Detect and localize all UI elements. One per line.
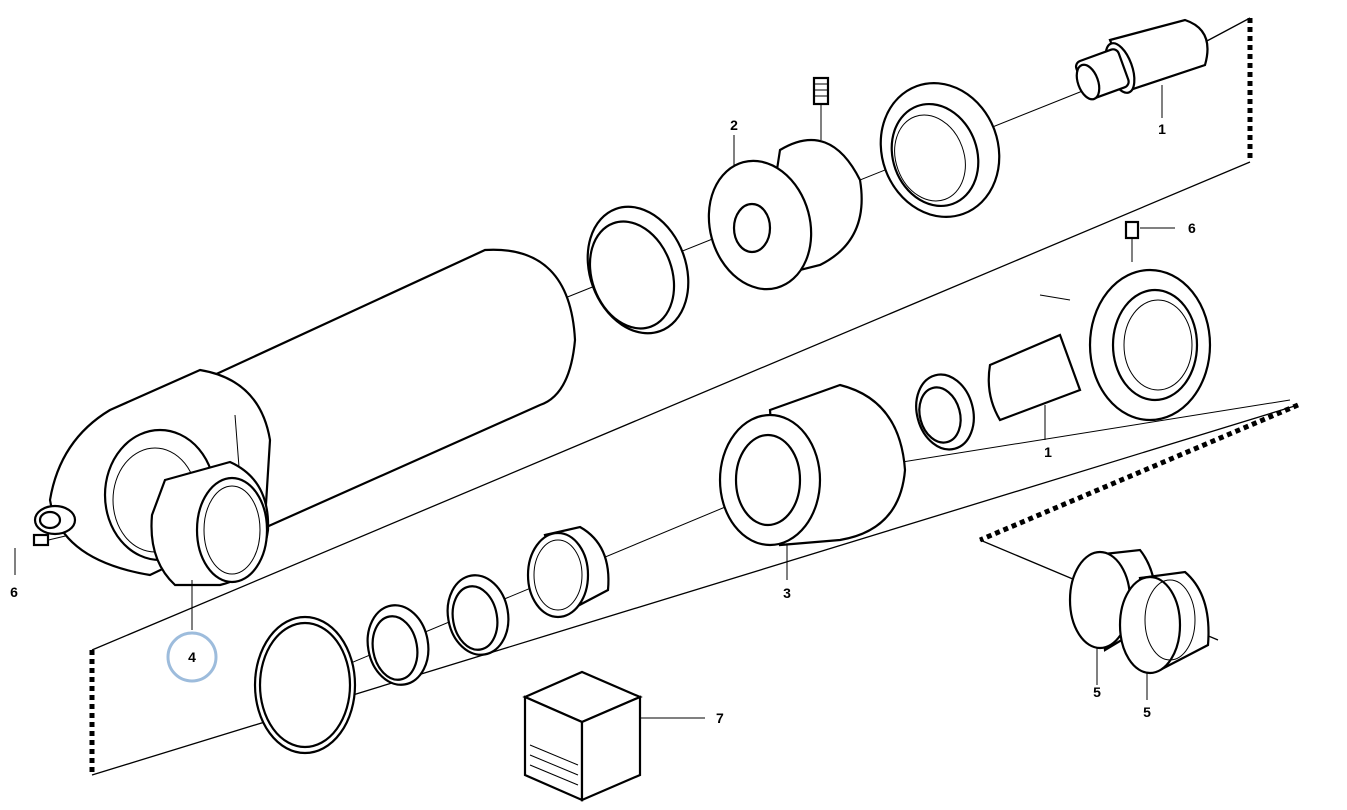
seal-ring-1 [366, 604, 430, 686]
callout-1-rod: 1 [1158, 121, 1166, 137]
callout-6-left: 6 [10, 584, 18, 600]
callout-1-eye: 1 [1044, 444, 1052, 460]
callout-6-right: 6 [1188, 220, 1196, 236]
wiper-ring [915, 373, 975, 451]
cylinder-tube [48, 248, 577, 577]
grease-nipple-top [812, 76, 830, 140]
seal-ring-2 [446, 574, 510, 656]
rod-eye [987, 268, 1212, 440]
highlight-circle [166, 631, 218, 683]
callout-3-head: 3 [783, 585, 791, 601]
callout-2-piston: 2 [730, 117, 738, 133]
grease-nipple-right [1124, 220, 1175, 262]
eye-bushing-2 [1118, 570, 1210, 700]
o-ring [253, 615, 357, 755]
callout-5-right: 5 [1143, 704, 1151, 720]
grease-nipple-left [14, 504, 77, 575]
bushing [150, 460, 270, 630]
upper-group-bracket [91, 17, 1253, 651]
piston-ring [586, 205, 690, 335]
guide-bushing [526, 525, 610, 619]
callout-7-kit: 7 [716, 710, 724, 726]
guide-ring-upper [879, 81, 1001, 219]
piston-rod [1074, 18, 1209, 118]
piston [707, 135, 863, 291]
cylinder-head [718, 383, 907, 580]
callout-4-bushing: 4 [188, 649, 196, 665]
callout-5-left: 5 [1093, 684, 1101, 700]
seal-kit-box [522, 670, 705, 802]
